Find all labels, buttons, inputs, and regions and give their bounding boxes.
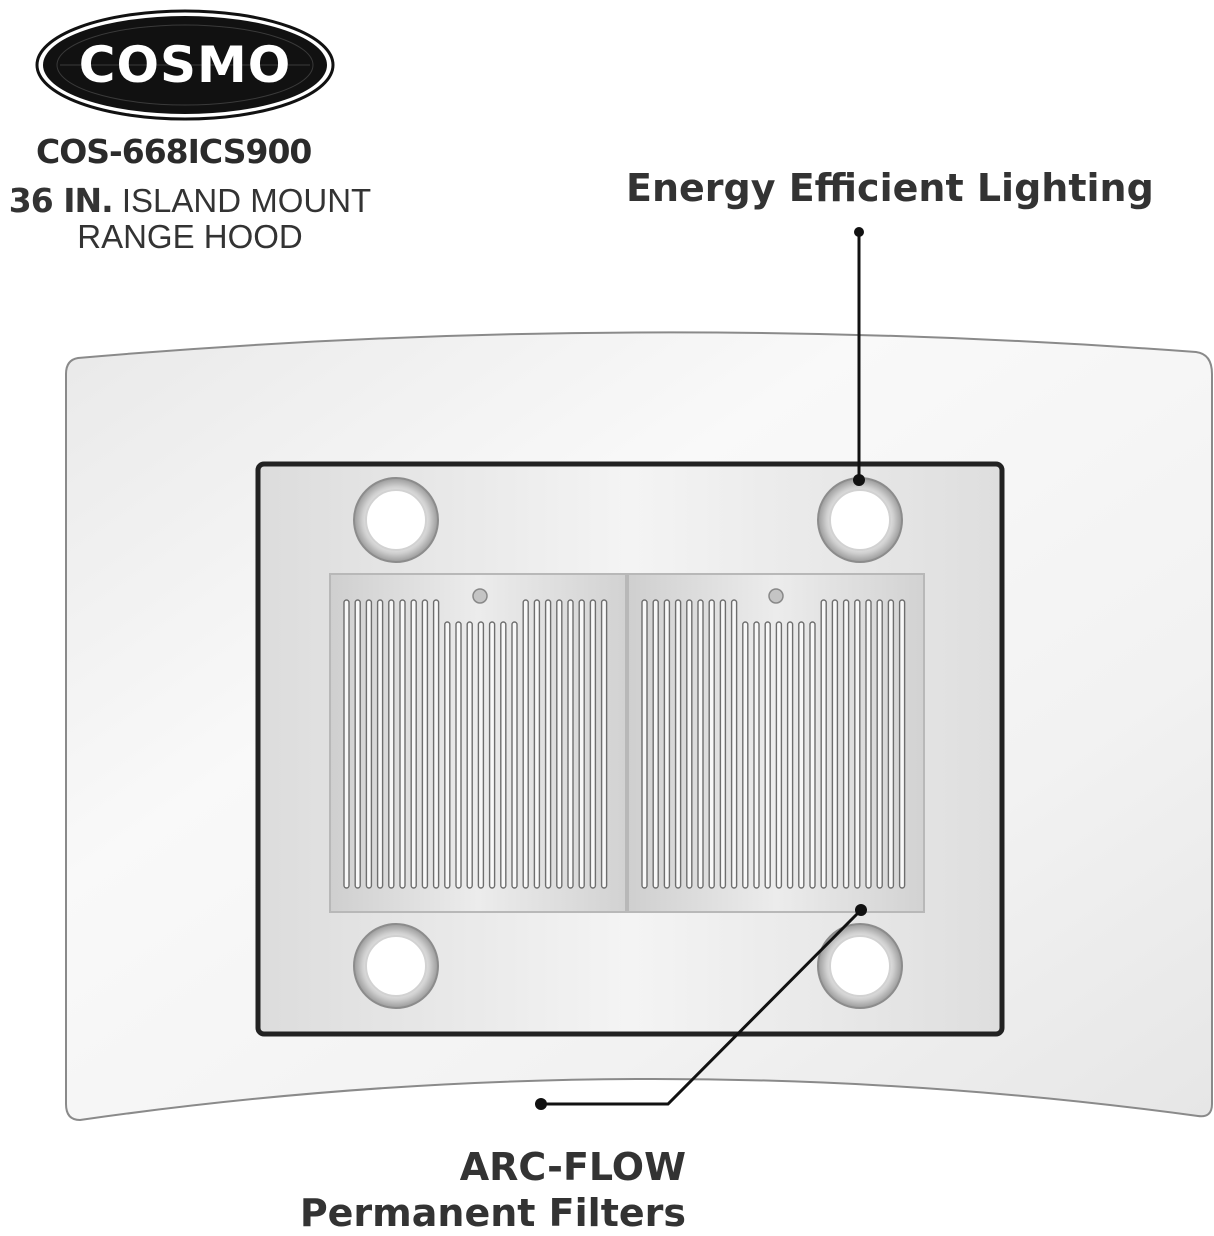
- filter-slot: [854, 599, 861, 889]
- filters-callout: ARC-FLOW Permanent Filters: [286, 1144, 686, 1236]
- filter-slot: [533, 599, 541, 889]
- filter-slot: [786, 621, 794, 889]
- filter-slot: [820, 599, 827, 889]
- filter-slot: [376, 599, 384, 889]
- filter-slot: [488, 621, 496, 889]
- filter-slot: [500, 621, 507, 889]
- model-number: COS-668ICS900: [36, 132, 312, 171]
- filter-slot: [522, 599, 529, 889]
- filter-slot: [466, 621, 473, 889]
- filters-callout-line2: Permanent Filters: [299, 1191, 686, 1235]
- filter-slot: [477, 621, 485, 889]
- filter-slot: [652, 599, 659, 889]
- filter-slot: [567, 599, 574, 889]
- filter-slot: [343, 599, 350, 889]
- led-light-top-left: [353, 477, 439, 563]
- led-light-top-right: [817, 477, 903, 563]
- filter-slot: [589, 599, 597, 889]
- baffle-filter-left: [329, 573, 627, 913]
- product-description: 36 IN. ISLAND MOUNT RANGE HOOD: [4, 183, 376, 255]
- filter-slot: [399, 599, 406, 889]
- filter-slot: [742, 621, 749, 889]
- filter-slot: [697, 599, 704, 889]
- filter-slot: [730, 599, 738, 889]
- filter-slot: [674, 599, 682, 889]
- filter-slot: [455, 621, 462, 889]
- baffle-filter-right: [627, 573, 925, 913]
- filter-slot: [578, 599, 585, 889]
- led-light-bottom-left: [353, 923, 439, 1009]
- filter-slot: [686, 599, 693, 889]
- filter-slot: [876, 599, 883, 889]
- logo: COSMO: [34, 8, 336, 122]
- product-type-line1: ISLAND MOUNT: [121, 182, 372, 219]
- filter-slot: [663, 599, 671, 889]
- filter-slot: [887, 599, 895, 889]
- cosmo-logo: [35, 9, 335, 121]
- lighting-callout: Energy Efficient Lighting: [626, 166, 1154, 210]
- filters-callout-line1: ARC-FLOW: [459, 1145, 686, 1189]
- filters-leader-line: [535, 904, 867, 1110]
- led-light-bottom-right: [817, 923, 903, 1009]
- lighting-leader-line: [853, 227, 865, 486]
- filter-slot: [365, 599, 373, 889]
- filter-slot: [388, 599, 395, 889]
- filter-slot: [831, 599, 839, 889]
- filter-slot: [865, 599, 872, 889]
- filter-slot: [432, 599, 440, 889]
- product-type-line2: RANGE HOOD: [77, 218, 303, 255]
- filter-slot: [775, 621, 783, 889]
- filter-slot: [641, 599, 648, 889]
- filter-slot: [764, 621, 771, 889]
- product-size: 36 IN.: [8, 181, 114, 220]
- filter-slot: [842, 599, 850, 889]
- filter-slot: [898, 599, 906, 889]
- filter-slot: [421, 599, 429, 889]
- filter-slot: [809, 621, 816, 889]
- filter-slot: [354, 599, 361, 889]
- filter-slot: [556, 599, 563, 889]
- filter-slot: [708, 599, 715, 889]
- filter-slot: [544, 599, 552, 889]
- filter-slot: [798, 621, 805, 889]
- filter-slot: [410, 599, 417, 889]
- filter-slot: [753, 621, 760, 889]
- filter-slot: [719, 599, 727, 889]
- filter-slot: [511, 621, 518, 889]
- filter-slot: [600, 599, 608, 889]
- filter-slot: [444, 621, 451, 889]
- logo-text: COSMO: [78, 36, 292, 94]
